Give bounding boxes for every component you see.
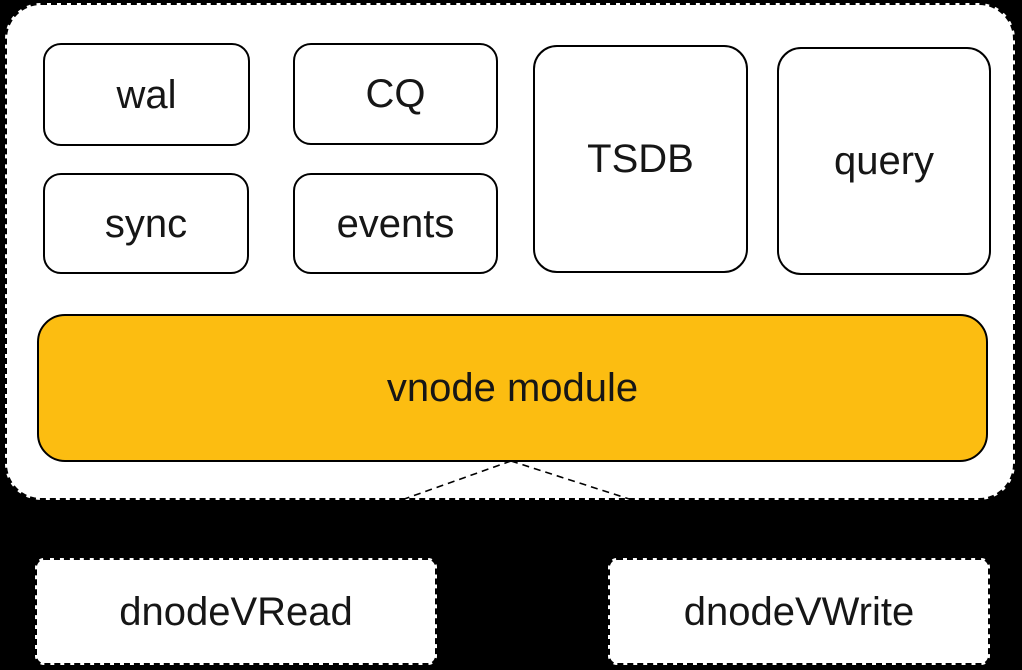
module-box-cq: CQ <box>293 43 498 145</box>
module-box-tsdb: TSDB <box>533 45 748 273</box>
vnode-module-label: vnode module <box>386 366 639 410</box>
module-box-sync: sync <box>43 173 249 274</box>
module-label-events: events <box>336 201 455 246</box>
module-label-tsdb: TSDB <box>587 137 694 181</box>
dnode-vwrite-box: dnodeVWrite <box>608 558 990 665</box>
dnode-vread-box: dnodeVRead <box>35 558 437 665</box>
module-label-cq: CQ <box>365 72 426 116</box>
module-box-query: query <box>777 47 991 275</box>
dnode-vread-label: dnodeVRead <box>119 589 353 634</box>
vnode-module-box: vnode module <box>37 314 988 462</box>
module-label-query: query <box>833 139 935 183</box>
module-label-sync: sync <box>104 201 188 246</box>
dnode-vwrite-label: dnodeVWrite <box>683 589 915 634</box>
module-box-wal: wal <box>43 43 250 146</box>
module-box-events: events <box>293 173 498 274</box>
module-label-wal: wal <box>116 72 177 117</box>
